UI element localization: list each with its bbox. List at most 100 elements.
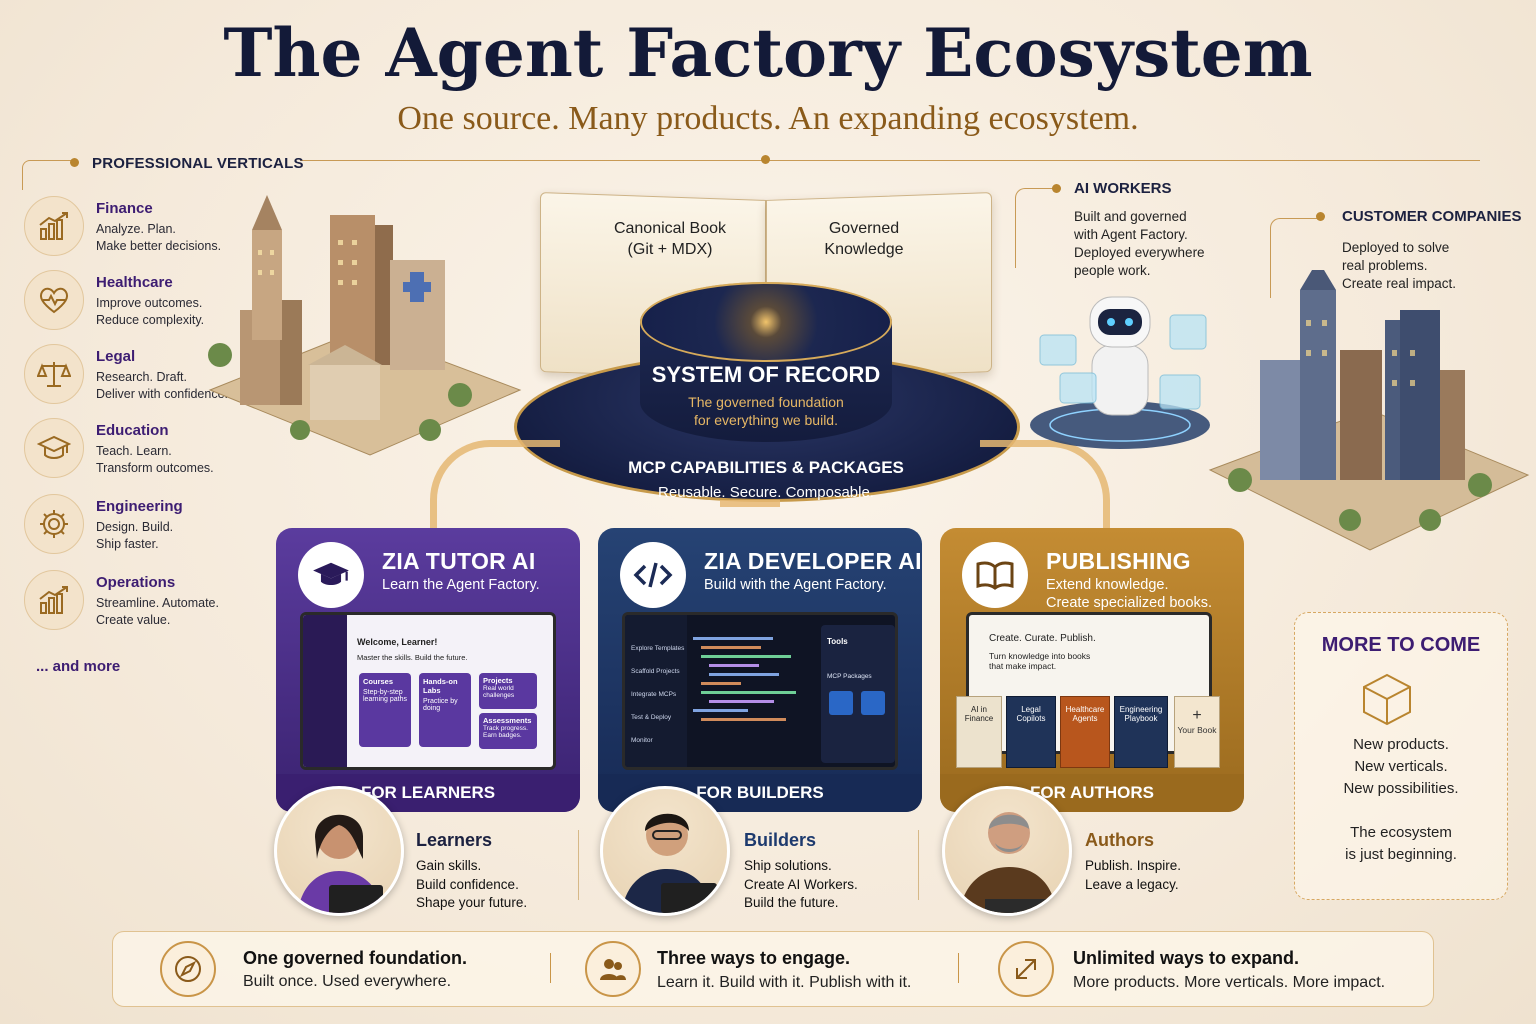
scales-icon: [24, 344, 84, 404]
product-subtitle: Learn the Agent Factory.: [382, 577, 540, 593]
system-of-record-title: SYSTEM OF RECORD: [651, 362, 881, 387]
tools-panel: Tools MCP Packages: [821, 625, 895, 763]
persona-title-builders: Builders: [744, 830, 817, 850]
customer-companies-heading: CUSTOMER COMPANIES: [1342, 208, 1522, 225]
summary-title: Three ways to engage.: [657, 948, 851, 968]
verticals-heading: PROFESSIONAL VERTICALS: [92, 155, 304, 172]
package-tile[interactable]: [829, 691, 853, 715]
vertical-operations[interactable]: Operations Streamline. Automate. Create …: [24, 570, 234, 634]
vertical-title: Education: [96, 422, 169, 439]
vertical-desc: Analyze. Plan. Make better decisions.: [96, 222, 222, 253]
plus-icon: +: [1192, 707, 1202, 724]
summary-desc: Learn it. Build with it. Publish with it…: [657, 974, 912, 991]
tutor-tile-courses[interactable]: Courses Step-by-step learning paths: [359, 673, 411, 747]
vertical-education[interactable]: Education Teach. Learn. Transform outcom…: [24, 418, 234, 482]
step-item[interactable]: Integrate MCPs: [631, 691, 677, 698]
tile-desc: Practice by doing: [423, 698, 458, 712]
verticals-more: ... and more: [36, 658, 121, 675]
customer-companies-desc: Deployed to solve real problems. Create …: [1342, 240, 1457, 291]
divider: [578, 830, 579, 900]
section-bracket: [22, 160, 72, 190]
step-item[interactable]: Test & Deploy: [631, 714, 672, 721]
tile-title: Projects: [483, 676, 513, 685]
system-of-record-cap: [640, 282, 892, 362]
vertical-finance[interactable]: Finance Analyze. Plan. Make better decis…: [24, 196, 234, 260]
step-item[interactable]: Explore Templates: [631, 645, 685, 652]
summary-desc: More products. More verticals. More impa…: [1073, 974, 1386, 991]
product-subtitle: Extend knowledge. Create specialized boo…: [1046, 577, 1213, 611]
cube-icon: [1363, 673, 1411, 726]
developer-sidebar: Explore Templates Scaffold Projects Inte…: [625, 615, 687, 767]
city-illustration-left: [208, 195, 522, 456]
page-subtitle: One source. Many products. An expanding …: [397, 100, 1139, 137]
vertical-desc: Teach. Learn. Transform outcomes.: [96, 444, 214, 475]
mcp-packages-label: MCP Packages: [827, 673, 872, 680]
tile-desc: Real world challenges: [483, 685, 515, 699]
step-item[interactable]: Monitor: [631, 737, 653, 744]
vertical-title: Legal: [96, 348, 136, 365]
connector-line: [1270, 218, 1318, 298]
book-cover[interactable]: AI in Finance: [956, 696, 1002, 768]
divider: [300, 160, 1480, 161]
more-to-come-panel: [1294, 612, 1508, 900]
section-dot: [70, 158, 79, 167]
tutor-tile-projects[interactable]: Projects Real world challenges: [479, 673, 537, 709]
author-avatar: [942, 786, 1072, 916]
book-right-text: Governed Knowledge: [824, 220, 904, 258]
product-card-tutor[interactable]: ZIA TUTOR AI Learn the Agent Factory. We…: [276, 528, 580, 812]
persona-title-learners: Learners: [416, 830, 493, 850]
vertical-desc: Design. Build. Ship faster.: [96, 520, 174, 551]
book-cover[interactable]: Legal Copilots: [1006, 696, 1056, 768]
vertical-title: Engineering: [96, 498, 183, 515]
vertical-engineering[interactable]: Engineering Design. Build. Ship faster.: [24, 494, 234, 558]
vertical-legal[interactable]: Legal Research. Draft. Deliver with conf…: [24, 344, 234, 408]
tutor-sidebar: [303, 615, 347, 767]
summary-strip: [112, 931, 1434, 1007]
book-cover[interactable]: Engineering Playbook: [1114, 696, 1168, 768]
package-tile[interactable]: [861, 691, 885, 715]
divider: [918, 830, 919, 900]
vertical-desc: Improve outcomes. Reduce complexity.: [96, 296, 205, 327]
step-item[interactable]: Scaffold Projects: [631, 668, 680, 675]
more-to-come-desc: New products. New verticals. New possibi…: [1343, 736, 1459, 863]
vertical-healthcare[interactable]: Healthcare Improve outcomes. Reduce comp…: [24, 270, 234, 334]
product-card-developer[interactable]: ZIA DEVELOPER AI Build with the Agent Fa…: [598, 528, 922, 812]
summary-desc: Built once. Used everywhere.: [243, 973, 452, 990]
vertical-title: Healthcare: [96, 274, 173, 291]
book-cover[interactable]: Healthcare Agents: [1060, 696, 1110, 768]
chart-icon: [24, 570, 84, 630]
vertical-title: Operations: [96, 574, 176, 591]
graduation-cap-icon: [24, 418, 84, 478]
your-book-label: Your Book: [1177, 725, 1217, 735]
divider-dot: [761, 155, 770, 164]
mcp-sub: Reusable. Secure. Composable.: [658, 484, 874, 501]
tile-title: Courses: [363, 677, 394, 686]
divider: [958, 953, 959, 983]
product-subtitle: Build with the Agent Factory.: [704, 577, 887, 593]
connector-line: [1015, 188, 1055, 268]
ai-workers-heading: AI WORKERS: [1074, 180, 1172, 197]
learner-avatar: [274, 786, 404, 916]
tutor-tile-labs[interactable]: Hands-on Labs Practice by doing: [419, 673, 471, 747]
section-dot: [1052, 184, 1061, 193]
tutor-welcome: Welcome, Learner!: [357, 637, 438, 647]
tutor-tile-assessments[interactable]: Assessments Track progress. Earn badges.: [479, 713, 537, 749]
product-title: ZIA DEVELOPER AI: [704, 548, 922, 574]
builder-avatar: [600, 786, 730, 916]
tutor-screen: Welcome, Learner! Master the skills. Bui…: [300, 612, 556, 770]
book-left-text: Canonical Book (Git + MDX): [613, 220, 727, 258]
book-icon: [962, 542, 1028, 608]
product-title: PUBLISHING: [1046, 548, 1191, 574]
people-icon: [585, 941, 641, 997]
product-card-publishing[interactable]: PUBLISHING Extend knowledge. Create spec…: [940, 528, 1244, 812]
divider: [550, 953, 551, 983]
tile-title: Hands-on Labs: [423, 677, 458, 695]
your-book-cover[interactable]: + Your Book: [1174, 696, 1220, 768]
ai-workers-desc: Built and governed with Agent Factory. D…: [1074, 209, 1205, 278]
tools-label: Tools: [827, 637, 848, 646]
vertical-title: Finance: [96, 200, 153, 217]
gear-icon: [24, 494, 84, 554]
system-of-record-sub: The governed foundation for everything w…: [688, 394, 844, 428]
more-to-come-title: MORE TO COME: [1321, 634, 1481, 656]
compass-icon: [160, 941, 216, 997]
